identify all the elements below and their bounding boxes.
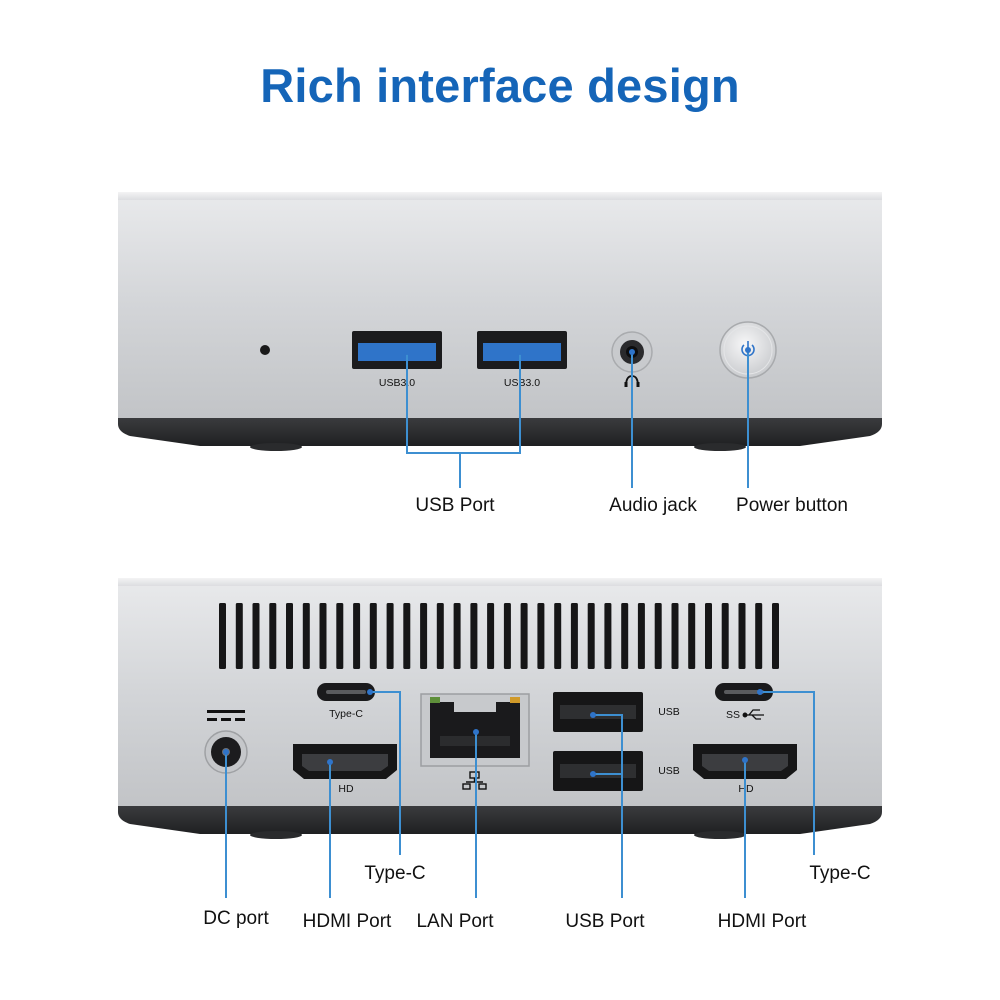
callout-dc-port: DC port: [203, 908, 269, 929]
callout-hdmi-port-right: HDMI Port: [717, 911, 807, 932]
callout-typec-left: Type-C: [364, 863, 426, 884]
front-usb-marking-right: USB3.0: [504, 377, 540, 389]
front-callout-lines: [406, 350, 749, 488]
callout-lan-port: LAN Port: [416, 911, 494, 932]
back-typec-port-right[interactable]: [715, 683, 773, 701]
back-usb-marking-bottom: USB: [658, 765, 680, 777]
back-device: Type-C HD USB: [118, 578, 882, 839]
front-usb-marking-left: USB3.0: [379, 377, 415, 389]
front-callout-dots: [404, 347, 751, 355]
callout-hdmi-port-left: HDMI Port: [302, 911, 392, 932]
callout-usb-port-back: USB Port: [565, 911, 645, 932]
back-usb-port-bottom[interactable]: [553, 751, 643, 791]
reset-hole[interactable]: [260, 345, 270, 355]
front-usb-port-left[interactable]: [352, 331, 442, 369]
dc-symbol-icon: [207, 710, 245, 721]
callout-power-button: Power button: [736, 495, 848, 516]
back-hdmi-marking-left: HD: [338, 783, 354, 795]
back-callout-dots: [223, 689, 763, 777]
back-hdmi-marking-right: HD: [738, 783, 754, 795]
callout-typec-right: Type-C: [809, 863, 871, 884]
callout-audio-jack: Audio jack: [609, 495, 697, 516]
back-usb-port-top[interactable]: [553, 692, 643, 732]
page-title: Rich interface design: [260, 59, 740, 112]
back-typec-marking-right: SS: [726, 709, 740, 721]
back-callout-lines: [225, 691, 815, 898]
front-device: USB3.0 USB3.0: [118, 192, 882, 451]
callout-usb-port-front: USB Port: [415, 495, 495, 516]
network-icon: [462, 771, 487, 790]
back-typec-marking-left: Type-C: [329, 708, 363, 720]
back-typec-port-left[interactable]: [317, 683, 375, 701]
back-hdmi-port-left[interactable]: [293, 744, 397, 779]
back-usb-marking-top: USB: [658, 706, 680, 718]
usb-trident-icon: [742, 709, 764, 720]
vent-grille: [219, 603, 779, 669]
